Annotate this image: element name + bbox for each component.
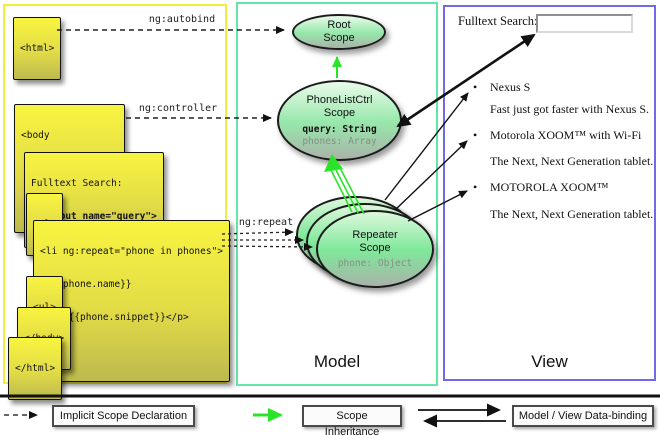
code-line: Fulltext Search: — [31, 178, 123, 189]
scope-title: Scope — [323, 106, 356, 119]
view-search-label: Fulltext Search: — [458, 14, 538, 28]
phone-item-name: MOTOROLA XOOM™ — [490, 180, 609, 194]
legend-data-binding-label: Model / View Data-binding — [512, 405, 654, 427]
code-line: </html> — [15, 363, 56, 374]
bullet-icon: • — [473, 128, 478, 142]
phonelistctrl-scope-ellipse: PhoneListCtrl Scope query: String phones… — [277, 80, 402, 161]
bullet-icon: • — [473, 80, 478, 94]
repeater-scope-ellipse: Repeater Scope phone: Object — [316, 210, 434, 288]
root-scope-ellipse: Root Scope — [292, 14, 386, 50]
model-column — [236, 2, 438, 386]
bullet-icon: • — [473, 180, 478, 194]
controller-edge-label: ng:controller — [138, 103, 218, 114]
legend-implicit-scope-label: Implicit Scope Declaration — [52, 405, 195, 427]
code-line: <li ng:repeat="phone in phones"> — [40, 246, 224, 257]
view-search-input[interactable] — [536, 14, 633, 33]
scope-property: phone: Object — [337, 257, 413, 269]
autobind-edge-label: ng:autobind — [148, 14, 216, 25]
scope-property: phones: Array — [302, 135, 377, 147]
scope-title: Scope — [359, 241, 391, 254]
phone-item-snippet: The Next, Next Generation tablet. — [490, 207, 654, 221]
model-column-label: Model — [313, 352, 361, 371]
scope-property: query: String — [302, 123, 377, 135]
phone-item-snippet: Fast just got faster with Nexus S. — [490, 102, 649, 116]
code-line: {{phone.name}} — [40, 279, 132, 290]
scope-title: Scope — [323, 32, 355, 44]
code-line: <p>{{phone.snippet}}</p> — [40, 312, 189, 323]
legend-scope-inheritance-label: Scope Inheritance — [302, 405, 402, 435]
code-line: <body — [21, 130, 50, 141]
view-column-label: View — [531, 352, 568, 371]
html-close-tag-box: </html> — [8, 337, 63, 400]
scope-title: Root — [327, 19, 351, 31]
scope-title: PhoneListCtrl — [306, 93, 373, 106]
phone-item-snippet: The Next, Next Generation tablet. — [490, 154, 654, 168]
html-open-tag-box: <html> — [13, 17, 62, 80]
code-line: <html> — [20, 43, 55, 54]
phone-item-name: Nexus S — [490, 80, 531, 94]
scope-title: Repeater — [352, 228, 398, 241]
legend-double-arrow-icon — [418, 403, 506, 428]
phone-item-name: Motorola XOOM™ with Wi-Fi — [490, 128, 642, 142]
repeat-edge-label: ng:repeat — [238, 217, 294, 228]
